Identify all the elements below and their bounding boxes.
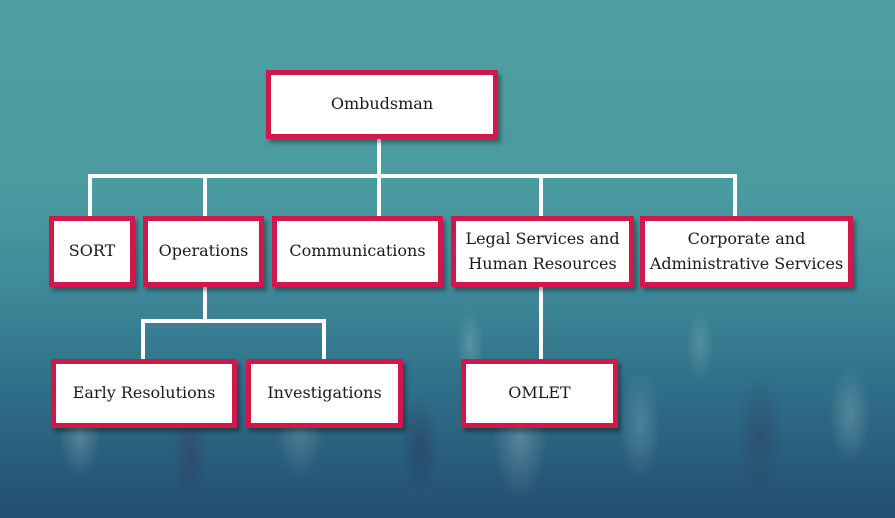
omlet-box: OMLET <box>461 359 618 428</box>
corporate-services-box: Corporate and Administrative Services <box>640 216 853 287</box>
legal-services-box: Legal Services and Human Resources <box>451 216 634 287</box>
early-resolutions-label: Early Resolutions <box>72 383 216 403</box>
sort-box: SORT <box>49 216 135 287</box>
communications-label: Communications <box>289 241 426 261</box>
legal-services-label: Legal Services and Human Resources <box>465 228 620 273</box>
ombudsman-label: Ombudsman <box>330 94 434 114</box>
communications-box: Communications <box>272 216 443 287</box>
operations-label: Operations <box>158 241 249 261</box>
operations-box: Operations <box>143 216 264 287</box>
early-resolutions-box: Early Resolutions <box>51 359 237 428</box>
omlet-label: OMLET <box>508 383 571 403</box>
ombudsman-box: Ombudsman <box>266 70 498 139</box>
investigations-box: Investigations <box>246 359 403 428</box>
investigations-label: Investigations <box>267 383 382 403</box>
corporate-services-label: Corporate and Administrative Services <box>649 228 844 273</box>
sort-label: SORT <box>68 241 116 261</box>
